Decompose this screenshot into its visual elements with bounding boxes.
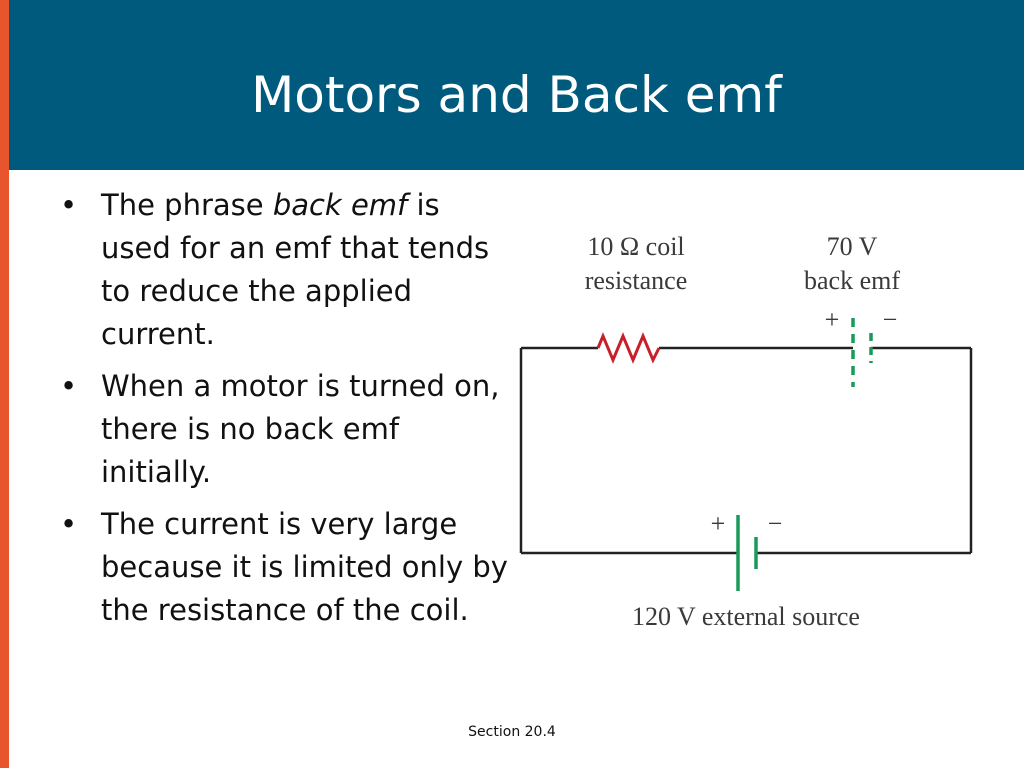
bullet-list: • The phrase back emf is used for an emf …	[60, 184, 510, 641]
back-emf-label-line2: back emf	[804, 266, 900, 295]
back-emf-battery-icon	[851, 318, 873, 387]
bullet-text: When a motor is turned on, there is no b…	[101, 369, 500, 489]
source-plus: +	[711, 509, 726, 538]
resistor-label-line2: resistance	[585, 266, 688, 295]
back-emf-label: 70 V	[827, 232, 878, 261]
bullet-dot-icon: •	[60, 369, 78, 403]
slide-footer: Section 20.4	[468, 724, 556, 740]
bullet-text-after: is used for an emf that tends to reduce …	[101, 188, 490, 351]
bullet-text-before: The phrase	[101, 188, 273, 222]
circuit-wires	[519, 346, 973, 555]
title-banner: Motors and Back emf	[9, 0, 1024, 170]
resistor-label: 10 Ω coil	[587, 232, 684, 261]
source-battery-icon	[736, 515, 758, 591]
slide-title: Motors and Back emf	[251, 66, 782, 124]
bullet-item: • The phrase back emf is used for an emf …	[60, 184, 510, 356]
accent-bar	[0, 0, 9, 768]
bullet-item: • The current is very large because it is…	[60, 503, 510, 632]
back-emf-plus: +	[825, 305, 840, 334]
source-minus: −	[768, 509, 783, 538]
resistor-icon	[596, 332, 661, 364]
bullet-emphasis: back emf	[272, 188, 408, 222]
circuit-diagram: 10 Ω coil resistance 70 V back emf + − +…	[519, 232, 973, 631]
bullet-item: • When a motor is turned on, there is no …	[60, 365, 510, 494]
bullet-dot-icon: •	[60, 188, 78, 222]
bullet-dot-icon: •	[60, 507, 78, 541]
bullet-text: The current is very large because it is …	[101, 507, 508, 627]
back-emf-minus: −	[883, 305, 898, 334]
source-label: 120 V external source	[632, 602, 860, 631]
